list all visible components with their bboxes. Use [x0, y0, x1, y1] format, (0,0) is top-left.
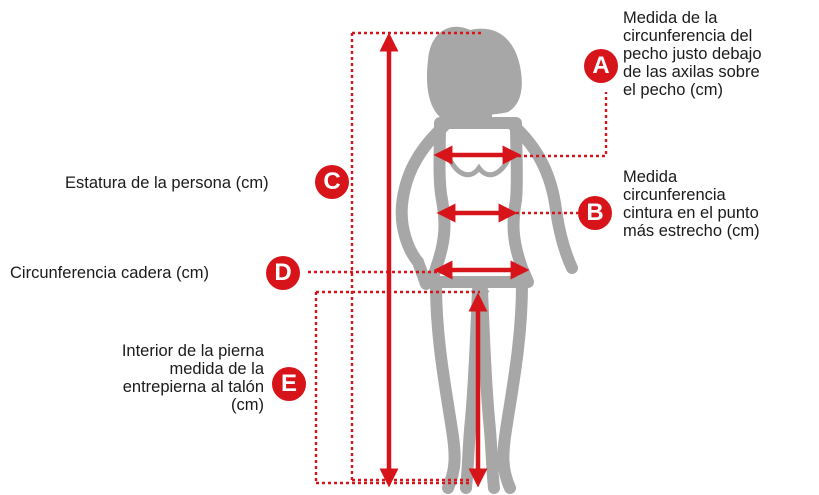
right-arm [508, 120, 578, 274]
label-b-waist: Medida circunferencia cintura en el punt… [623, 168, 760, 240]
label-e-line: Interior de la pierna [121, 342, 264, 360]
hair-shape [426, 26, 522, 120]
label-e-line: medida de la [169, 360, 264, 378]
left-arm [395, 120, 450, 290]
label-e-inseam: Interior de la pierna medida de la entre… [122, 342, 264, 414]
measurement-arrows [379, 32, 530, 488]
crotch-curve [470, 284, 490, 296]
chest-guide [512, 92, 608, 158]
label-b-line: Medida [623, 168, 678, 186]
label-a-line: pecho justo debajo [623, 45, 762, 63]
label-a-line: el pecho (cm) [623, 81, 723, 99]
right-leg-inner [476, 284, 500, 494]
badge-c: C [315, 165, 349, 199]
badge-a: A [584, 49, 618, 83]
label-b-line: más estrecho (cm) [623, 222, 760, 240]
label-a-line: Medida de la [623, 9, 718, 27]
label-c-height: Estatura de la persona (cm) [65, 174, 269, 192]
label-b-line: cintura en el punto [623, 204, 759, 222]
badge-d: D [266, 256, 300, 290]
label-e-line: entrepierna al talón [122, 378, 264, 396]
woman-silhouette [395, 26, 578, 494]
guide-lines [308, 31, 608, 485]
badge-e: E [272, 367, 306, 401]
label-a-line: de las axilas sobre [623, 63, 760, 81]
label-b-line: circunferencia [623, 186, 726, 204]
label-e-line: (cm) [231, 396, 264, 414]
right-leg [497, 278, 528, 494]
label-a-line: circunferencia del [623, 27, 753, 45]
bust-curve [447, 158, 511, 178]
left-leg [430, 278, 461, 494]
label-c-line: Estatura de la persona (cm) [65, 174, 269, 192]
label-a-chest: Medida de la circunferencia del pecho ju… [623, 9, 762, 99]
badge-b: B [578, 196, 612, 230]
neck-shape [466, 100, 492, 122]
label-d-hip: Circunferencia cadera (cm) [10, 264, 209, 282]
torso-outline [426, 117, 534, 288]
label-d-line: Circunferencia cadera (cm) [10, 264, 209, 282]
